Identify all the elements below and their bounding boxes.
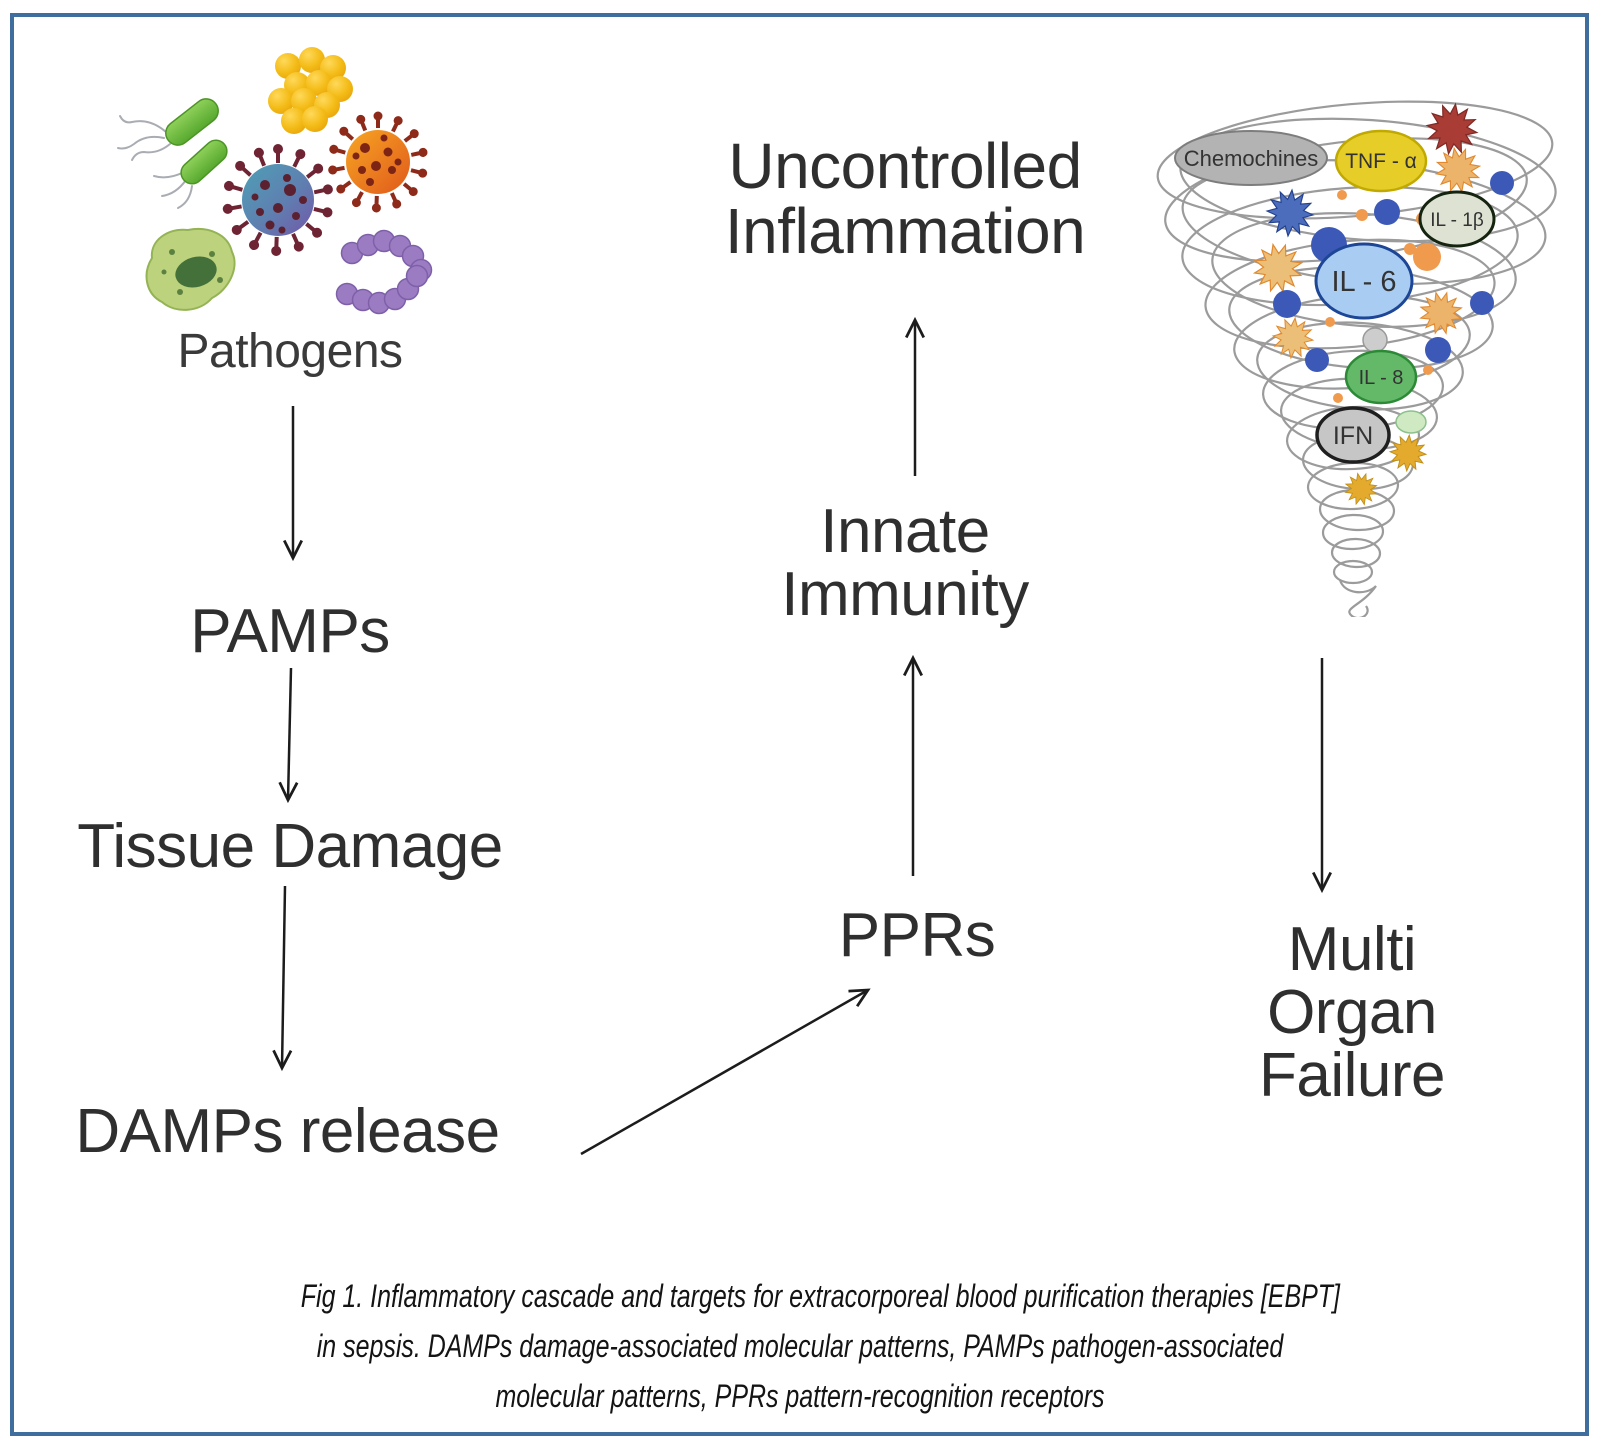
arrow-tissue-damage-to-damps <box>272 885 293 1072</box>
cytokine-storm-illustration: Chemochines TNF - α IL - 1β IL - 6 IL - … <box>1156 100 1557 617</box>
orange-virus-icon <box>325 109 431 213</box>
chemokines-label: Chemochines <box>1184 146 1319 171</box>
strep-chain-icon <box>335 229 433 315</box>
cocci-cluster-icon <box>268 47 353 134</box>
mof-line1: Multi <box>1287 915 1417 984</box>
il8-bubble: IL - 8 <box>1344 349 1418 405</box>
pathogens-label: Pathogens <box>177 325 403 378</box>
figure-caption: Fig 1. Inflammatory cascade and targets … <box>300 1272 1340 1422</box>
mof-line2: Organ <box>1267 978 1437 1048</box>
blue-virus-icon <box>219 142 336 256</box>
tnf-label: TNF - α <box>1345 150 1417 173</box>
uncontrolled-inflammation-label: Uncontrolled Inflammation <box>700 130 1110 268</box>
ifn-label: IFN <box>1333 422 1373 450</box>
il6-bubble: IL - 6 <box>1314 242 1414 320</box>
caption-line2: in sepsis. DAMPs damage-associated molec… <box>316 1327 1284 1364</box>
il8-label: IL - 8 <box>1359 367 1404 389</box>
amoeba-icon <box>145 228 236 311</box>
caption-line3: molecular patterns, PPRs pattern-recogni… <box>495 1377 1105 1414</box>
innate-immunity-line1: Innate <box>820 497 990 566</box>
chemokines-bubble: Chemochines <box>1174 130 1328 186</box>
arrow-damps-to-pprs <box>580 988 871 1156</box>
il6-label: IL - 6 <box>1331 266 1396 298</box>
ifn-bubble: IFN <box>1315 406 1391 464</box>
pprs-label: PPRs <box>838 901 996 970</box>
pamps-label: PAMPs <box>190 597 390 666</box>
mof-line3: Failure <box>1258 1041 1446 1111</box>
innate-immunity-label: Innate Immunity <box>745 497 1065 630</box>
tnf-bubble: TNF - α <box>1334 129 1428 193</box>
uncontrolled-line1: Uncontrolled <box>728 130 1082 202</box>
multi-organ-failure-label: Multi Organ Failure <box>1202 918 1502 1108</box>
il1b-bubble: IL - 1β <box>1418 190 1496 248</box>
innate-immunity-line2: Immunity <box>781 560 1029 630</box>
arrow-pamps-to-tissue-damage <box>278 667 299 804</box>
rod-bacteria-icon <box>117 98 228 209</box>
tissue-damage-label: Tissue Damage <box>77 812 503 881</box>
pathogens-illustration-icon <box>117 47 433 315</box>
caption-line1: Fig 1. Inflammatory cascade and targets … <box>300 1278 1340 1314</box>
il1b-label: IL - 1β <box>1430 210 1484 231</box>
uncontrolled-line2: Inflammation <box>724 195 1086 268</box>
damps-release-label: DAMPs release <box>75 1097 500 1166</box>
